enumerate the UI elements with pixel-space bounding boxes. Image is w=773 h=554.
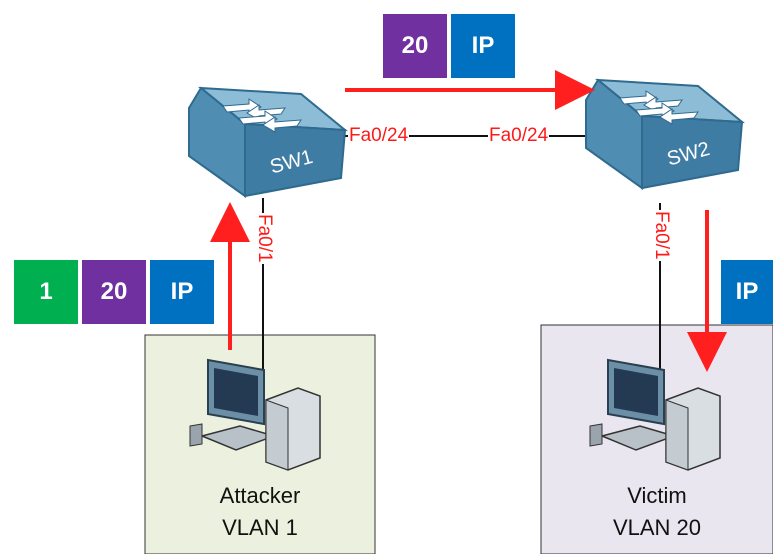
attacker-frame-vlan-tag: 20 bbox=[82, 260, 146, 324]
attacker-computer-icon[interactable] bbox=[189, 358, 321, 471]
victim-vlan-label: VLAN 20 bbox=[612, 515, 702, 540]
sw2-access-port-label: Fa0/1 bbox=[651, 210, 672, 261]
attacker-frame-native-vlan-tag: 1 bbox=[14, 260, 78, 324]
sw1-access-port-label: Fa0/1 bbox=[254, 213, 275, 264]
switch-sw1[interactable]: SW1 bbox=[188, 86, 349, 198]
victim-name-label: Victim bbox=[627, 483, 687, 508]
trunk-frame-ip-tag: IP bbox=[451, 14, 515, 78]
sw2-trunk-port-label: Fa0/24 bbox=[488, 125, 550, 146]
victim-frame-ip-tag: IP bbox=[721, 260, 773, 324]
victim-computer-icon[interactable] bbox=[589, 358, 721, 471]
attacker-name-label: Attacker bbox=[219, 483, 301, 508]
attacker-vlan-label: VLAN 1 bbox=[222, 515, 298, 540]
sw1-trunk-port-label: Fa0/24 bbox=[348, 125, 410, 146]
attacker-frame-ip-tag: IP bbox=[150, 260, 214, 324]
trunk-frame-vlan-tag: 20 bbox=[383, 14, 447, 78]
switch-sw2[interactable]: SW2 bbox=[585, 78, 746, 190]
